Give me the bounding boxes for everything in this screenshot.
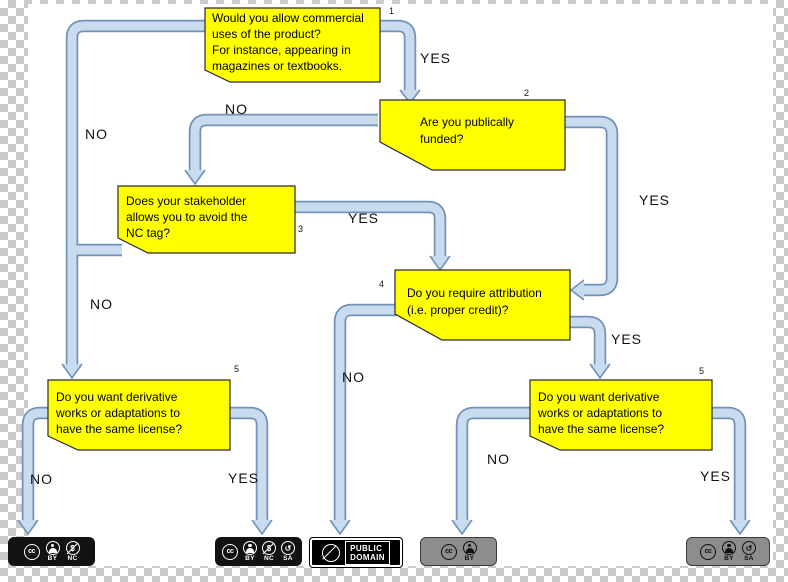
sa-icon-group: ↺ SA (281, 541, 295, 562)
arrowhead-q1-no (61, 363, 83, 380)
edge-label-q5-right-yes: YES (700, 468, 732, 484)
arrowhead-q3-yes (429, 255, 451, 272)
node-q5-left-shape (47, 379, 231, 451)
nc-icon-group: $ NC (262, 541, 276, 562)
sa-label: SA (744, 555, 754, 562)
edge-label-q4-yes: YES (611, 331, 643, 347)
edge-label-q5-right-no: NO (487, 451, 510, 467)
cc-logo-text: cc (704, 548, 712, 555)
node-q4-shape (394, 269, 571, 341)
cc-logo-text: cc (226, 548, 234, 555)
dollar-slash-icon: $ (262, 541, 276, 555)
person-icon (722, 541, 736, 555)
cc-logo-text: cc (28, 548, 35, 555)
node-q5-right-number: 5 (699, 366, 705, 376)
nc-label: NC (67, 555, 78, 562)
by-label: BY (245, 555, 255, 562)
decision-nodes (47, 7, 713, 451)
node-q5-left-text: Do you want derivative works or adaptati… (56, 390, 183, 436)
by-icon-group: BY (462, 541, 477, 562)
license-badge-cc-by-sa: cc BY ↺ SA (686, 537, 770, 566)
arrowhead-q5r-yes (729, 519, 751, 536)
cc-logo-icon: cc (222, 543, 238, 560)
node-q4-number: 4 (379, 279, 385, 289)
edge-label-q2-yes: YES (639, 192, 671, 208)
arrowhead-q2-no (184, 169, 206, 186)
edge-label-q5-left-yes: YES (228, 470, 260, 486)
edge-label-q1-yes: YES (420, 50, 452, 66)
dollar-slash-icon: $ (65, 541, 80, 555)
edge-label-q2-no: NO (225, 101, 248, 117)
node-q2-number: 2 (524, 88, 530, 98)
nc-label: NC (264, 555, 274, 562)
node-q3-number: 3 (298, 224, 304, 234)
by-icon-group: BY (243, 541, 257, 562)
license-badge-cc-by-nc: cc BY $ NC (8, 537, 95, 566)
edge-label-q3-no: NO (90, 296, 113, 312)
edge-label-q5-left-no: NO (30, 471, 53, 487)
node-q3-shape (117, 185, 296, 254)
node-q1-shape (204, 7, 381, 83)
person-icon (462, 541, 477, 555)
license-badge-cc-by-nc-sa: cc BY $ NC ↺ SA (215, 537, 302, 566)
edge-label-q3-yes: YES (348, 210, 380, 226)
by-label: BY (724, 555, 734, 562)
node-q2-text: Are you publically funded? (420, 115, 515, 146)
arrowhead-q5l-no (17, 519, 39, 536)
public-domain-line2: DOMAIN (350, 552, 385, 562)
person-icon (243, 541, 257, 555)
by-label: BY (464, 555, 475, 562)
cc-logo-icon: cc (700, 543, 716, 560)
by-icon-group: BY (45, 541, 60, 562)
node-q1-number: 1 (389, 6, 395, 16)
node-q5-right-text: Do you want derivative works or adaptati… (538, 390, 665, 436)
public-domain-line1: PUBLIC (350, 543, 383, 553)
edge-label-q1-no: NO (85, 126, 108, 142)
arrowhead-q2-yes (569, 279, 585, 301)
node-q5-right-shape (529, 379, 713, 451)
arrowhead-q5r-no (451, 519, 473, 536)
node-q5-left-number: 5 (234, 364, 240, 374)
cc-logo-icon: cc (23, 543, 40, 560)
edge-label-q4-no: NO (342, 369, 365, 385)
by-icon-group: BY (722, 541, 736, 562)
nc-icon-group: $ NC (65, 541, 80, 562)
license-badge-public-domain: PUBLIC DOMAIN (310, 538, 402, 567)
arrowhead-q5l-yes (251, 519, 273, 536)
share-alike-icon: ↺ (281, 541, 295, 555)
person-icon (45, 541, 60, 555)
public-domain-text: PUBLIC DOMAIN (345, 540, 390, 565)
license-badge-cc-by: cc BY (420, 537, 497, 566)
node-q4-text: Do you require attribution (i.e. proper … (407, 286, 542, 317)
node-q1-text: Would you allow commercial uses of the p… (212, 11, 364, 73)
arrowhead-q4-no (329, 519, 351, 536)
sa-icon-group: ↺ SA (742, 541, 756, 562)
cc-logo-text: cc (445, 548, 452, 555)
arrowhead-q4-yes (589, 363, 611, 380)
node-q2-shape (379, 99, 566, 171)
public-domain-icon (322, 543, 341, 562)
cc-logo-icon: cc (440, 543, 457, 560)
by-label: BY (47, 555, 58, 562)
sa-label: SA (283, 555, 293, 562)
share-alike-icon: ↺ (742, 541, 756, 555)
node-q3-text: Does your stakeholder allows you to avoi… (126, 194, 248, 240)
